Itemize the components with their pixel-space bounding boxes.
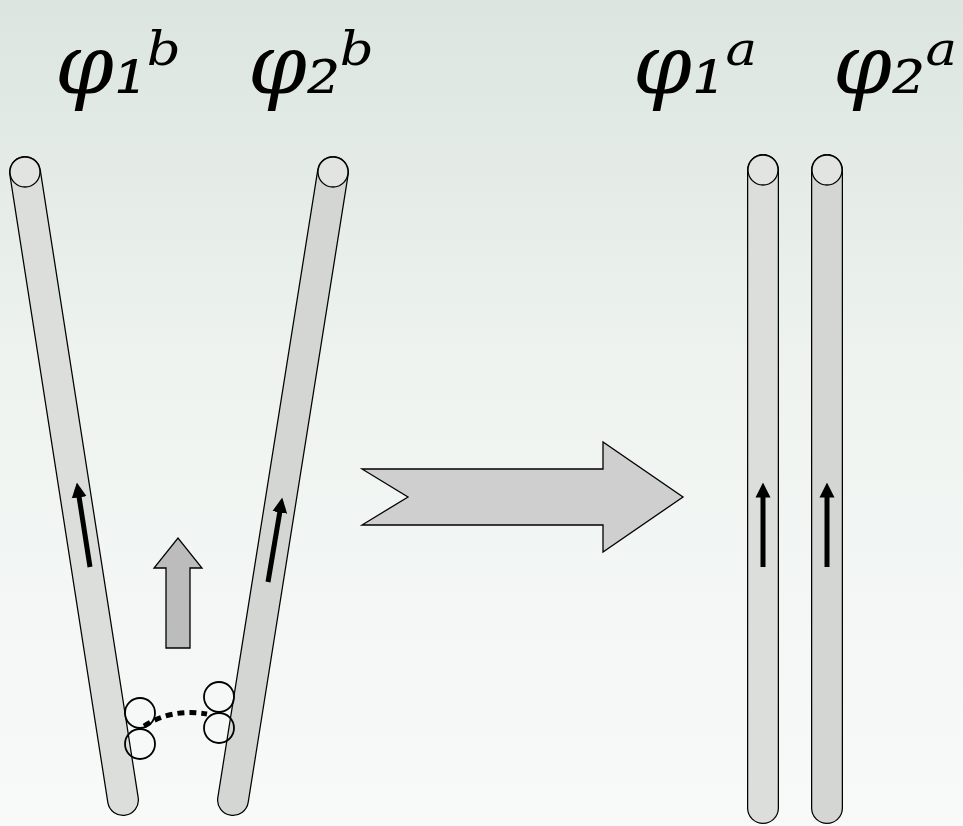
direction-arrow: [268, 505, 281, 582]
motion-arrow: [154, 538, 202, 648]
label: φ₁ᵇ: [55, 22, 181, 106]
rod: [233, 157, 348, 800]
direction-arrow: [78, 490, 90, 567]
label: φ₁ᵃ: [633, 22, 757, 106]
direction-arrow: [825, 490, 830, 567]
direction-arrow: [761, 490, 766, 567]
rod: [812, 155, 842, 808]
linker: [125, 682, 234, 759]
label: φ₂ᵃ: [833, 22, 957, 106]
rod: [748, 155, 778, 808]
transition-arrow: [362, 442, 683, 552]
label: φ₂ᵇ: [248, 22, 374, 106]
rod: [10, 157, 123, 800]
